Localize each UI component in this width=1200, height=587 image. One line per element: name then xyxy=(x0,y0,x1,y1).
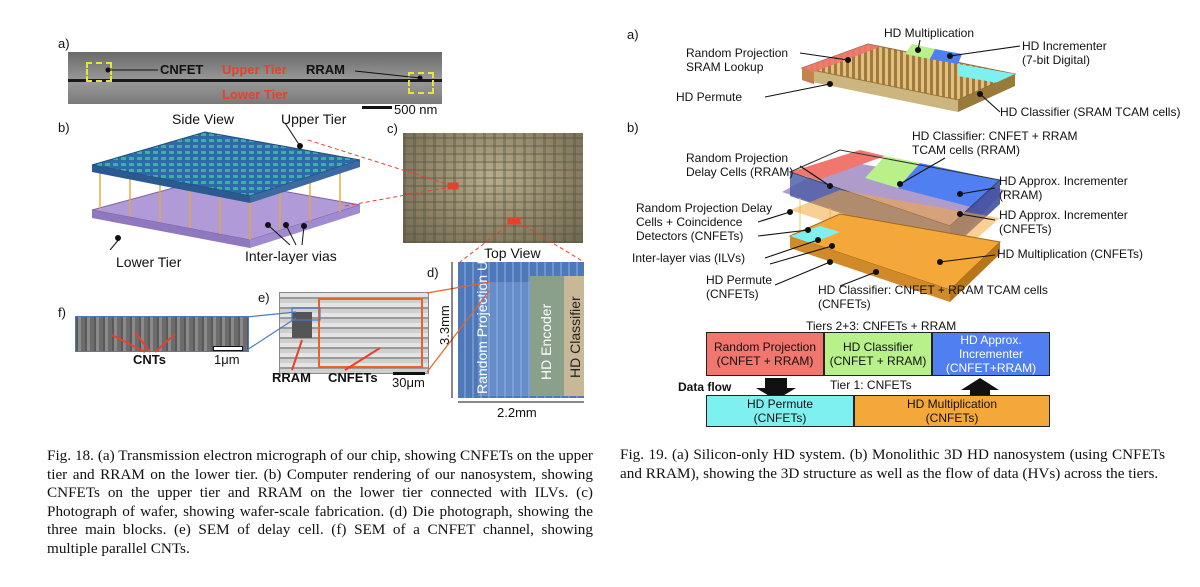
b-ilv-label: Inter-layer vias (ILVs) xyxy=(632,251,745,265)
a-hd-inc-label: HD Incrementer (7-bit Digital) xyxy=(1022,39,1107,67)
fig19-panel-a-label: a) xyxy=(627,27,639,42)
die-dimension-lines xyxy=(452,262,584,402)
fig19-caption: Fig. 19. (a) Silicon-only HD system. (b)… xyxy=(620,446,1165,483)
flow-mult-box: HD Multiplication (CNFETs) xyxy=(854,395,1050,427)
flow-rp-box: Random Projection (CNFET + RRAM) xyxy=(706,332,824,376)
flow-permute-box: HD Permute (CNFETs) xyxy=(706,395,854,427)
fig18-pointer-arrows xyxy=(112,332,380,370)
b-rp-delay-label: Random Projection Delay Cells (RRAM) xyxy=(686,151,793,179)
b-hd-class-top-label: HD Classifier: CNFET + RRAM TCAM cells (… xyxy=(912,129,1077,157)
a-rp-sram-label: Random Projection SRAM Lookup xyxy=(686,46,788,74)
b-hd-mult-label: HD Multiplication (CNFETs) xyxy=(997,247,1143,261)
a-hd-classifier-label: HD Classifier (SRAM TCAM cells) xyxy=(1000,105,1180,119)
a-hd-permute-label: HD Permute xyxy=(676,90,742,104)
b-hd-class-bottom-label: HD Classifier: CNFET + RRAM TCAM cells (… xyxy=(818,283,1048,311)
fig19b-chip xyxy=(782,150,1005,302)
b-approx-cnfet-label: HD Approx. Incrementer (CNFETs) xyxy=(999,208,1128,236)
flow-approx-box: HD Approx. Incrementer (CNFET+RRAM) xyxy=(932,332,1050,376)
data-flow-label: Data flow xyxy=(678,380,731,394)
a-hd-mult-label: HD Multiplication xyxy=(884,26,974,40)
fig19-panel-b-label: b) xyxy=(627,120,639,135)
fig19a-chip xyxy=(802,44,1015,112)
delay-zoom-lines xyxy=(427,282,490,372)
render-3d xyxy=(92,132,360,248)
b-approx-rram-label: HD Approx. Incrementer (RRAM) xyxy=(999,174,1128,202)
b-rp-delay-cnfet-label: Random Projection Delay Cells + Coincide… xyxy=(636,201,772,243)
tiers23-label: Tiers 2+3: CNFETs + RRAM xyxy=(806,319,956,333)
tier1-label: Tier 1: CNFETs xyxy=(830,378,912,392)
b-hd-permute-label: HD Permute (CNFETs) xyxy=(706,273,772,301)
flow-classifier-box: HD Classifier (CNFET + RRAM) xyxy=(824,332,932,376)
sem-zoom-lines xyxy=(247,308,320,350)
